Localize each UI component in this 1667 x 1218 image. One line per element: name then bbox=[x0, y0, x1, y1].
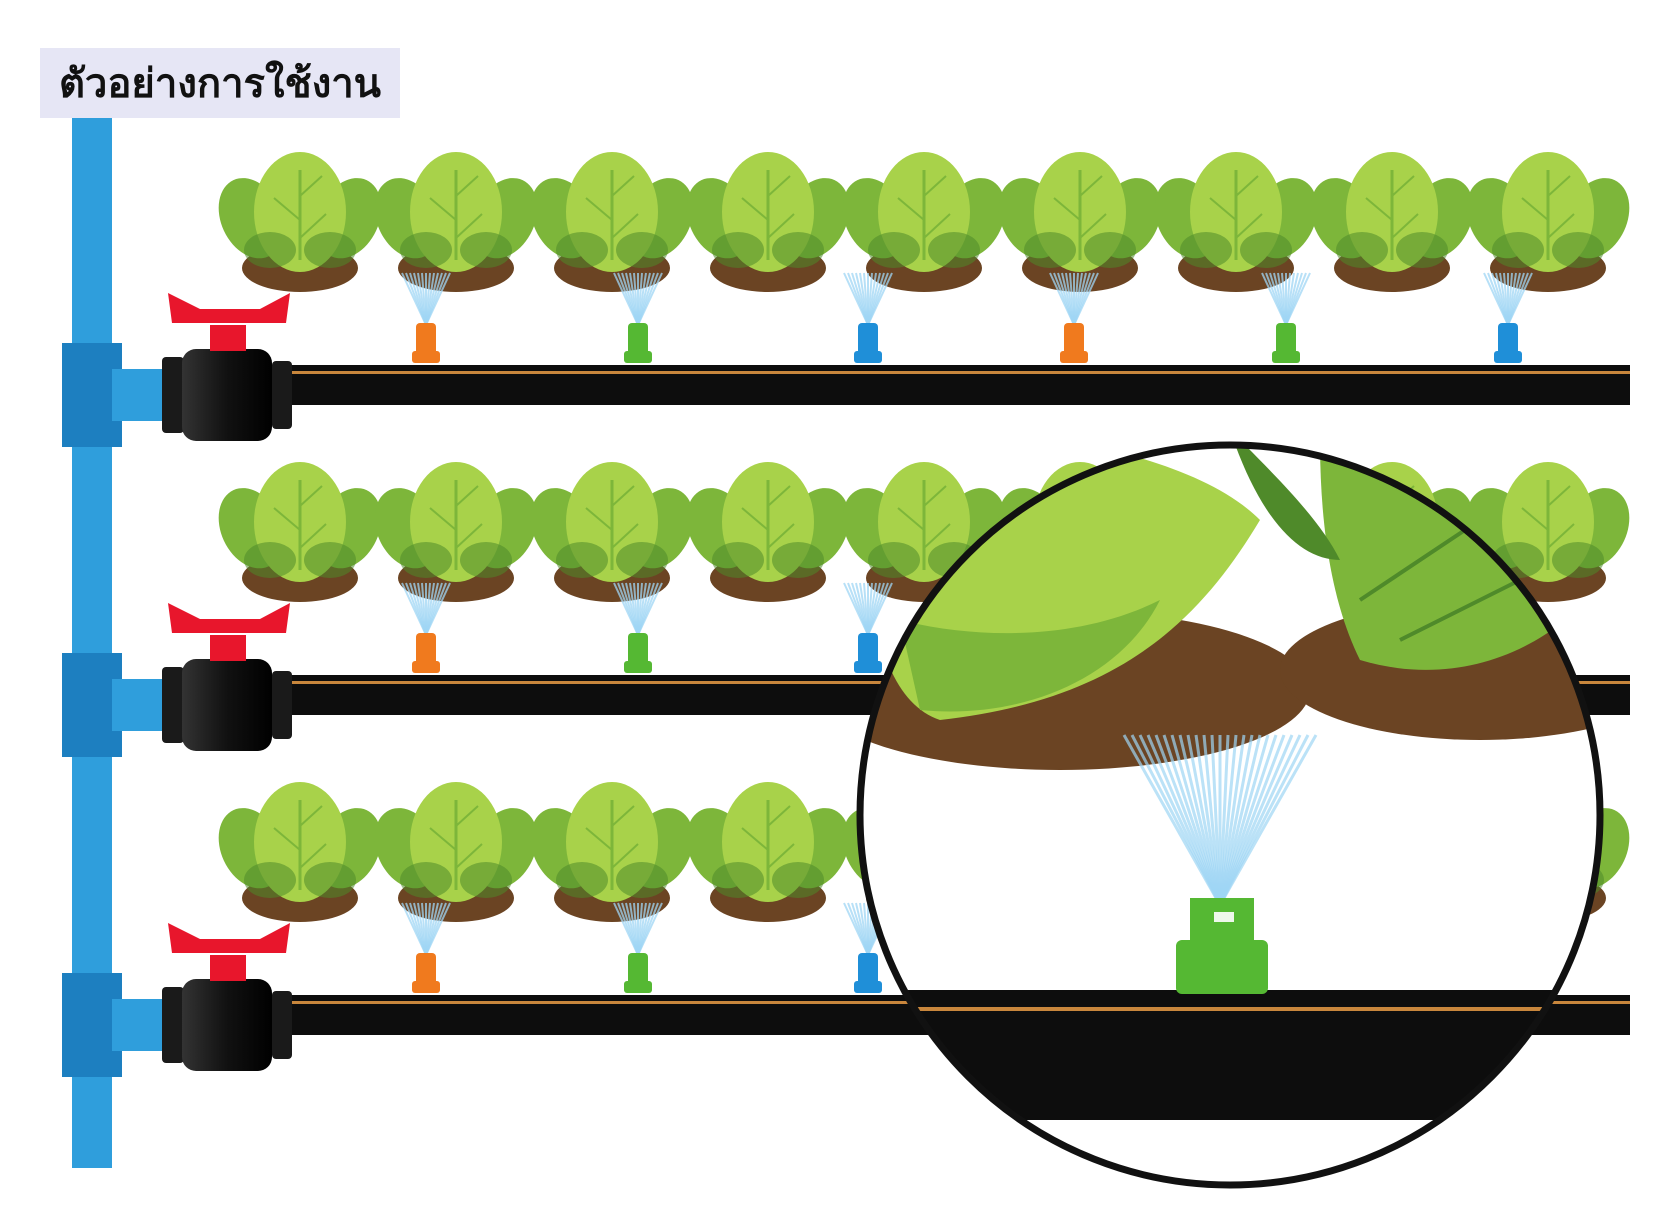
micro-sprinkler bbox=[843, 582, 893, 673]
micro-sprinkler bbox=[613, 272, 663, 363]
micro-sprinkler bbox=[401, 582, 451, 673]
lettuce bbox=[374, 462, 538, 602]
lettuce bbox=[530, 462, 694, 602]
ball-valve bbox=[62, 293, 292, 447]
micro-sprinkler bbox=[401, 902, 451, 993]
pipe-row-1 bbox=[62, 152, 1630, 447]
lettuce bbox=[998, 152, 1162, 292]
micro-sprinkler bbox=[613, 902, 663, 993]
lens-rim bbox=[856, 441, 1604, 1189]
micro-sprinkler bbox=[843, 272, 893, 363]
water-spray bbox=[843, 582, 893, 636]
lettuce bbox=[686, 782, 850, 922]
water-spray bbox=[401, 272, 451, 326]
lettuce bbox=[686, 462, 850, 602]
lettuce bbox=[842, 462, 1006, 602]
water-spray bbox=[1483, 272, 1533, 326]
title-banner: ตัวอย่างการใช้งาน bbox=[40, 48, 400, 118]
water-spray bbox=[401, 582, 451, 636]
micro-sprinkler bbox=[1261, 272, 1311, 363]
ball-valve bbox=[62, 603, 292, 757]
water-spray bbox=[613, 582, 663, 636]
micro-sprinkler bbox=[1049, 272, 1099, 363]
water-spray bbox=[401, 902, 451, 956]
lettuce bbox=[530, 782, 694, 922]
micro-sprinkler bbox=[843, 902, 893, 993]
lettuce bbox=[1154, 152, 1318, 292]
water-spray bbox=[1261, 272, 1311, 326]
lettuce bbox=[218, 462, 382, 602]
ball-valve bbox=[62, 923, 292, 1077]
lettuce bbox=[842, 152, 1006, 292]
lettuce bbox=[374, 782, 538, 922]
main-layer bbox=[62, 118, 1630, 1168]
lettuce bbox=[218, 782, 382, 922]
water-spray bbox=[1049, 272, 1099, 326]
lettuce bbox=[530, 152, 694, 292]
micro-sprinkler bbox=[1483, 272, 1533, 363]
micro-sprinkler bbox=[401, 272, 451, 363]
page-title: ตัวอย่างการใช้งาน bbox=[58, 61, 382, 107]
lens-water-spray bbox=[1122, 734, 1318, 906]
water-spray bbox=[843, 272, 893, 326]
lettuce bbox=[1466, 152, 1630, 292]
lateral-pipe bbox=[290, 365, 1630, 405]
lettuce bbox=[374, 152, 538, 292]
lettuce bbox=[686, 152, 850, 292]
lens-micro-sprinkler bbox=[1176, 898, 1268, 994]
water-spray bbox=[613, 272, 663, 326]
lettuce bbox=[1466, 462, 1630, 602]
water-spray bbox=[613, 902, 663, 956]
lettuce bbox=[218, 152, 382, 292]
lettuce bbox=[1310, 152, 1474, 292]
micro-sprinkler bbox=[613, 582, 663, 673]
